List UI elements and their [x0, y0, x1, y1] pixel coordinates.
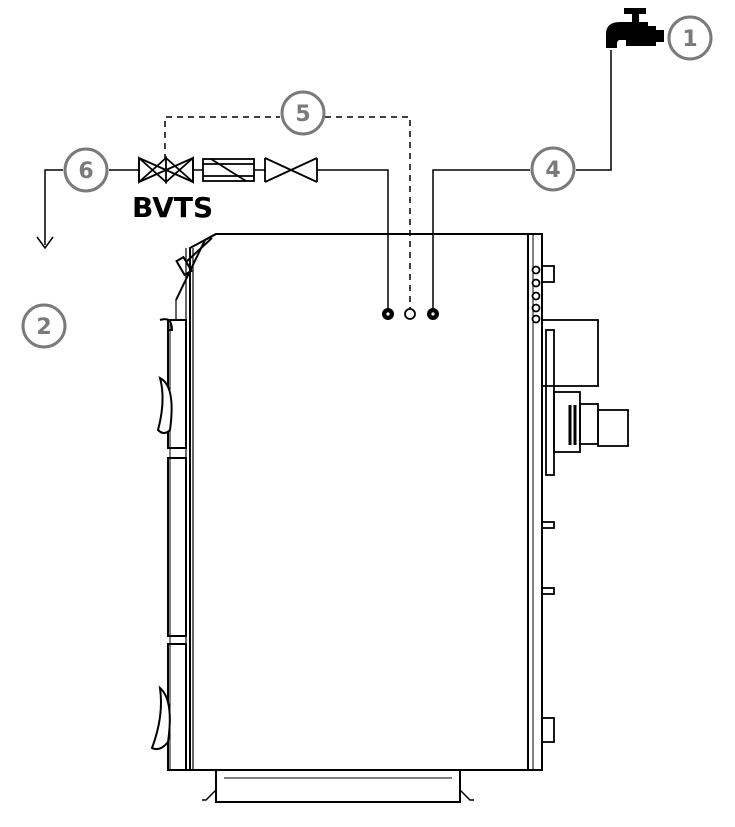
callout-2: 2: [21, 303, 67, 349]
boiler-rear-fittings: [531, 265, 629, 743]
callout-1: 1: [667, 15, 713, 61]
boiler-body: [175, 233, 543, 803]
valve-assembly-label: BVTS: [132, 191, 213, 224]
svg-text:6: 6: [78, 159, 93, 184]
filter-icon: [202, 158, 255, 182]
shutoff-valve-right-icon: [264, 157, 318, 183]
svg-text:2: 2: [36, 315, 51, 340]
svg-text:5: 5: [295, 102, 310, 127]
boiler-connection-ports: [382, 308, 439, 320]
port-middle: [404, 308, 416, 320]
cold-water-supply-line: [432, 50, 612, 310]
callout-6: 6: [63, 147, 109, 193]
safety-valve-line: [36, 169, 389, 310]
boiler-front-doors: [150, 318, 187, 771]
shutoff-valve-left-icon: [138, 155, 194, 185]
callout-5: 5: [280, 90, 326, 136]
water-tap-icon: [606, 8, 664, 48]
svg-text:1: 1: [682, 27, 697, 52]
svg-text:4: 4: [545, 158, 560, 183]
sensor-capillary-line: [164, 116, 411, 312]
callout-4: 4: [530, 146, 576, 192]
